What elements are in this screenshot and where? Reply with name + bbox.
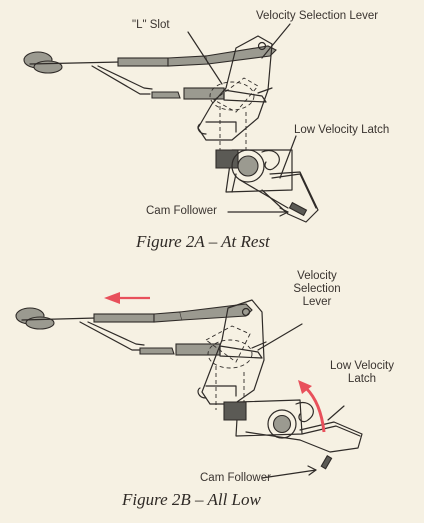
velocity-selection-lever-label: Velocity Selection Lever — [256, 10, 379, 22]
direction-arrow — [104, 292, 150, 304]
velocity-selection-lever-label-2b: Velocity Selection Lever — [293, 270, 341, 308]
low-velocity-latch-2b — [223, 399, 363, 453]
l-slot-label: "L" Slot — [132, 19, 170, 31]
low-velocity-latch-label-2b: Low Velocity Latch — [330, 360, 394, 385]
figure-2a-mechanism — [23, 23, 319, 223]
velocity-selection-lever — [197, 35, 273, 150]
upper-rod-2b — [15, 303, 253, 351]
upper-rod — [23, 45, 277, 95]
low-velocity-latch-label: Low Velocity Latch — [294, 124, 390, 136]
lower-rod-2b — [139, 341, 267, 359]
cam-follower-label: Cam Follower — [146, 205, 217, 217]
rotation-arrow — [298, 380, 326, 433]
figure-2a-caption: Figure 2A – At Rest — [136, 232, 270, 251]
figure-2b-leaders — [257, 323, 345, 479]
low-velocity-latch — [215, 149, 319, 223]
figure-2b-caption: Figure 2B – All Low — [122, 490, 261, 509]
figure-2b-mechanism — [15, 292, 363, 479]
figure-2a-leaders — [187, 23, 297, 217]
cam-follower-part-2b — [320, 455, 333, 470]
lower-rod — [151, 87, 273, 103]
cam-follower-label-2b: Cam Follower — [200, 472, 271, 484]
